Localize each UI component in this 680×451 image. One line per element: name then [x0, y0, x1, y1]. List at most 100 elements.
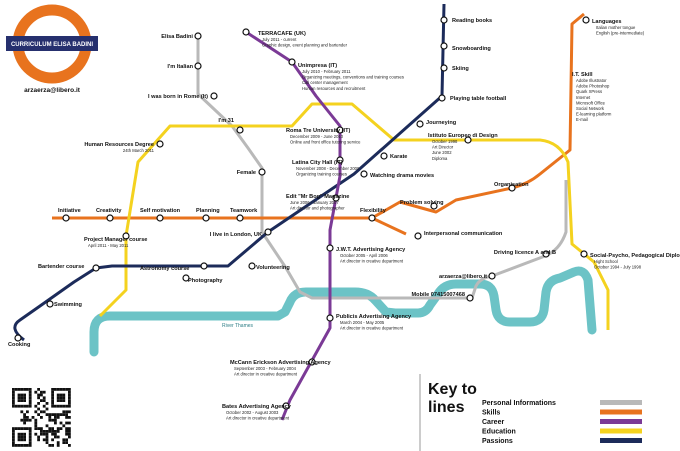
qr-finder-module: [26, 404, 29, 408]
station-organisation: [508, 184, 516, 192]
qr-module: [68, 435, 71, 439]
station-label-problem-solving: Problem solving: [400, 200, 444, 206]
qr-module: [51, 418, 54, 422]
station-email: [488, 272, 496, 280]
qr-module: [51, 438, 54, 442]
qr-finder-module: [51, 390, 54, 394]
qr-finder-module: [23, 435, 26, 439]
station-label-terracafe: TERRACAFE (UK): [258, 31, 306, 37]
qr-module: [59, 427, 63, 430]
key-entries: Personal InformationsSkillsCareerEducati…: [482, 400, 642, 445]
station-detail-unimpresa: July 2010 - February 2011: [302, 69, 351, 74]
qr-module: [56, 416, 60, 419]
logo-bar: [6, 36, 98, 51]
qr-finder-module: [20, 393, 24, 397]
station-interpersonal: [414, 232, 422, 240]
station-ied: [464, 136, 472, 144]
qr-module: [45, 432, 49, 436]
station-planning: [202, 214, 210, 222]
qr-module: [62, 410, 66, 414]
station-detail-unimpresa: Call center management: [302, 80, 348, 85]
qr-finder-module: [20, 444, 24, 447]
station-astronomy: [200, 262, 208, 270]
station-detail-high-school: October 1994 - July 1998: [594, 265, 642, 270]
station-detail-it-skill: E-mail: [576, 117, 588, 122]
qr-finder-module: [23, 404, 26, 408]
qr-finder-module: [56, 393, 60, 397]
station-driving-licence: [542, 250, 550, 258]
station-detail-jwt: October 2005 - April 2006: [340, 253, 388, 258]
station-detail-it-skill: Adobe Photoshop: [576, 84, 610, 89]
qr-finder-module: [54, 388, 57, 391]
qr-module: [42, 399, 46, 402]
qr-module: [37, 393, 40, 397]
qr-module: [68, 430, 71, 433]
qr-module: [54, 418, 57, 422]
qr-module: [34, 410, 38, 414]
station-unimpresa: [288, 58, 296, 66]
qr-module: [45, 441, 49, 444]
qr-finder-module: [56, 396, 60, 400]
qr-module: [34, 421, 38, 425]
qr-module: [65, 430, 68, 433]
station-label-journeying: Journeying: [426, 120, 457, 126]
station-label-flexibility: Flexibility: [360, 208, 387, 214]
qr-module: [45, 435, 49, 439]
qr-finder-module: [59, 393, 63, 397]
qr-finder-module: [23, 396, 26, 400]
station-label-jwt: J.W.T. Advertising Agency: [336, 247, 406, 253]
station-label-born-in-rome: I was born in Rome (It): [148, 94, 208, 100]
qr-module: [48, 418, 52, 422]
qr-finder-module: [20, 399, 24, 402]
qr-finder-module: [54, 404, 57, 408]
qr-module: [23, 416, 26, 419]
qr-module: [45, 438, 49, 442]
qr-module: [56, 427, 60, 430]
qr-module: [51, 432, 54, 436]
qr-finder-module: [20, 432, 24, 436]
station-label-publicis: Publicis Advertising Agency: [336, 314, 412, 320]
station-label-interpersonal: Interpersonal communication: [424, 231, 503, 237]
qr-finder-module: [59, 399, 63, 402]
qr-finder-module: [12, 441, 15, 444]
qr-module: [48, 427, 52, 430]
qr-finder-module: [56, 388, 60, 391]
qr-finder-module: [14, 388, 18, 391]
qr-finder-module: [59, 388, 63, 391]
qr-module: [62, 441, 66, 444]
station-born-in-rome: [210, 92, 218, 100]
key-label-education: Education: [482, 429, 516, 436]
station-detail-mbog: Art director and photographer: [290, 206, 345, 211]
station-problem-solving: [430, 202, 438, 210]
qr-finder-module: [68, 399, 71, 402]
qr-module: [68, 421, 71, 425]
qr-module: [51, 413, 54, 416]
key-label-skills: Skills: [482, 410, 500, 417]
qr-finder-module: [17, 438, 21, 442]
station-label-photography: Photography: [188, 278, 223, 284]
qr-finder-module: [56, 404, 60, 408]
qr-module: [23, 413, 26, 416]
qr-module: [42, 432, 46, 436]
station-im-italian: [194, 62, 202, 70]
qr-finder-module: [62, 399, 66, 402]
station-detail-roma-tre: Online and front office tutoring service: [290, 140, 361, 145]
qr-finder-module: [23, 393, 26, 397]
station-detail-languages: Italian mother tongue: [596, 25, 636, 30]
qr-finder-module: [12, 388, 15, 391]
qr-module: [65, 413, 68, 416]
qr-finder-module: [68, 404, 71, 408]
key-swatch-education: [600, 428, 642, 434]
qr-module: [26, 418, 29, 422]
station-reading-books: [440, 16, 448, 24]
qr-finder-module: [68, 402, 71, 405]
qr-module: [62, 438, 66, 442]
key-label-personal: Personal Informations: [482, 400, 556, 407]
qr-finder-module: [62, 404, 66, 408]
station-swimming: [46, 300, 54, 308]
stations-layer: [14, 16, 590, 410]
qr-module: [51, 427, 54, 430]
station-cooking: [14, 334, 22, 342]
qr-finder-module: [14, 427, 18, 430]
